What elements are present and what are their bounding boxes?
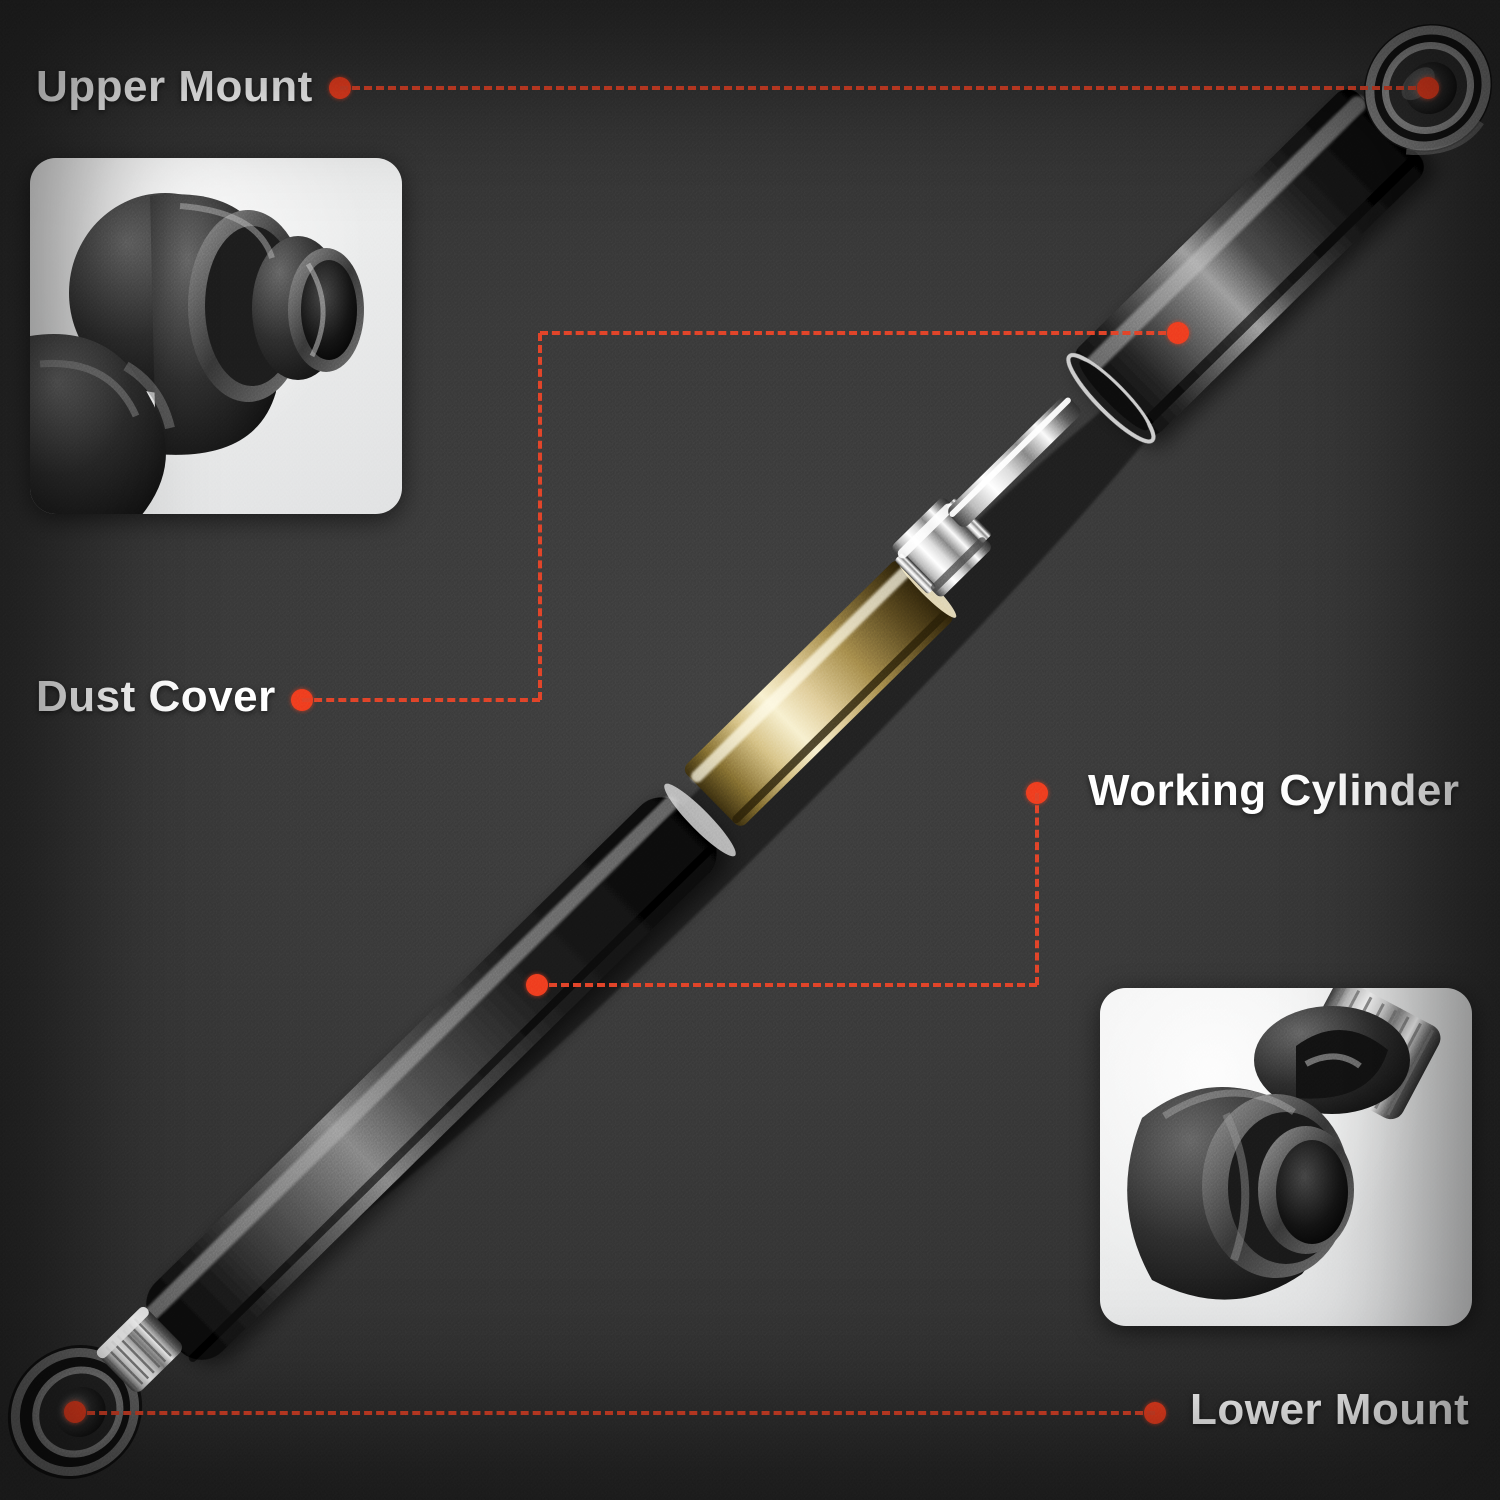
- callout-leader-working-cylinder-v: [1035, 793, 1039, 985]
- callout-leader-dust-cover-h1: [302, 698, 540, 702]
- callout-leader-lower-mount: [75, 1411, 1155, 1415]
- callout-label-dust-cover: Dust Cover: [36, 672, 276, 721]
- callout-target-dot-lower-mount: [64, 1401, 86, 1423]
- inset-lower-mount-closeup: [1100, 988, 1472, 1326]
- inset-upper-mount-closeup: [30, 158, 402, 514]
- callout-leader-upper-mount: [340, 86, 1428, 90]
- callout-label-working-cylinder: Working Cylinder: [1088, 766, 1460, 815]
- dust-cover-tube: [1066, 89, 1424, 444]
- upper-mount-closeup-art: [30, 193, 364, 514]
- piston-rod: [948, 396, 1081, 527]
- callout-label-lower-mount: Lower Mount: [1190, 1385, 1470, 1434]
- callout-anchor-dot-lower-mount: [1144, 1402, 1166, 1424]
- lower-mount-closeup-art: [1127, 988, 1441, 1300]
- callout-target-dot-dust-cover: [1167, 322, 1189, 344]
- callout-leader-dust-cover-h2: [540, 331, 1178, 335]
- cylinder-lower-collar: [664, 783, 736, 857]
- working-cylinder-tube: [684, 557, 957, 826]
- callout-leader-dust-cover-v: [538, 333, 542, 700]
- callout-target-dot-upper-mount: [1417, 77, 1439, 99]
- lower-body-tube: [145, 796, 719, 1362]
- lower-knurled-collar: [96, 1306, 182, 1392]
- callout-target-dot-working-cylinder: [526, 974, 548, 996]
- callout-label-upper-mount: Upper Mount: [36, 62, 313, 111]
- callout-leader-working-cylinder-h: [537, 983, 1037, 987]
